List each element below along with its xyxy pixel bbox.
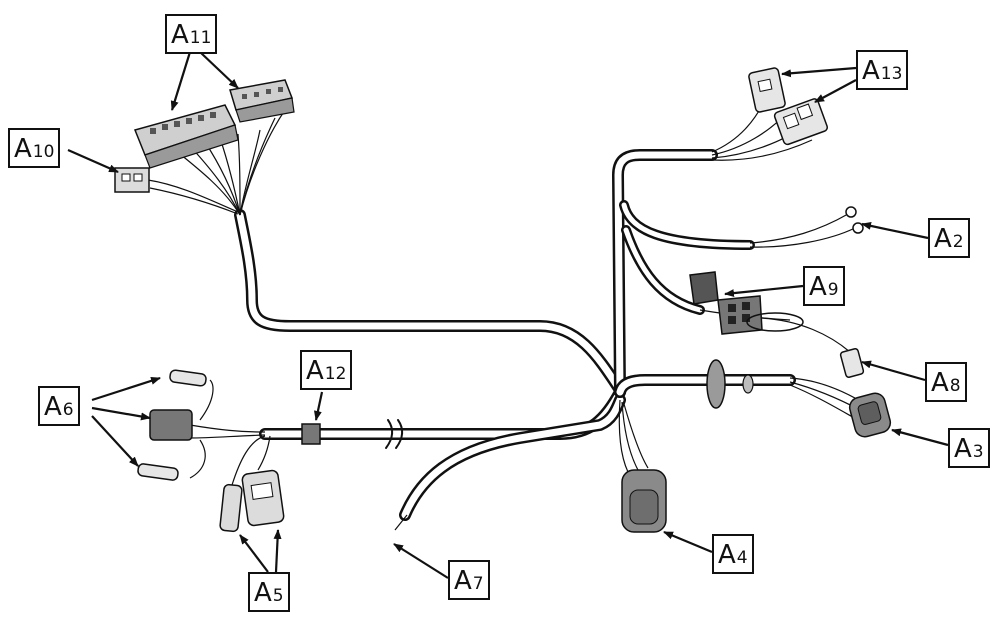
connector-a13-top <box>748 67 786 113</box>
label-letter: A <box>44 392 62 422</box>
connector-a10 <box>114 167 150 193</box>
grommet <box>706 359 754 409</box>
terminal-a6-bottom <box>137 463 179 481</box>
connector-a13-bottom <box>773 98 828 146</box>
connector-a8 <box>839 348 865 378</box>
label-subscript: 13 <box>880 64 903 84</box>
label-subscript: 6 <box>62 400 74 420</box>
connector-a4 <box>621 469 667 533</box>
connector-a9 <box>689 271 804 335</box>
connector-a12 <box>301 423 321 445</box>
label-letter: A <box>454 566 472 596</box>
label-letter: A <box>718 540 736 570</box>
cable-end-mark <box>394 514 408 531</box>
connector-a11-large <box>133 104 239 169</box>
main-cable <box>234 149 796 521</box>
label-letter: A <box>809 272 827 302</box>
connector-a6-middle <box>149 409 193 441</box>
label-letter: A <box>306 356 324 386</box>
label-letter: A <box>862 56 880 86</box>
label-subscript: 9 <box>827 280 839 300</box>
label-letter: A <box>14 134 32 164</box>
label-letter: A <box>171 20 189 50</box>
connector-a11-small <box>229 79 295 123</box>
label-letter: A <box>954 434 972 464</box>
label-letter: A <box>254 578 272 608</box>
label-subscript: 5 <box>272 586 284 606</box>
connector-a5-left <box>219 483 243 533</box>
leader-arrows <box>67 51 949 579</box>
label-letter: A <box>934 224 952 254</box>
label-subscript: 8 <box>949 376 961 396</box>
connector-a3 <box>848 392 892 438</box>
label-subscript: 4 <box>736 548 748 568</box>
ring-terminals-a2 <box>845 206 864 234</box>
label-subscript: 2 <box>952 232 964 252</box>
connector-a5-right <box>241 469 285 527</box>
label-subscript: 3 <box>972 442 984 462</box>
terminal-a6-top <box>169 369 207 387</box>
thin-wires <box>147 99 863 486</box>
label-subscript: 7 <box>472 574 484 594</box>
label-subscript: 12 <box>324 364 347 384</box>
label-subscript: 11 <box>189 28 212 48</box>
label-letter: A <box>931 368 949 398</box>
label-subscript: 10 <box>32 142 55 162</box>
